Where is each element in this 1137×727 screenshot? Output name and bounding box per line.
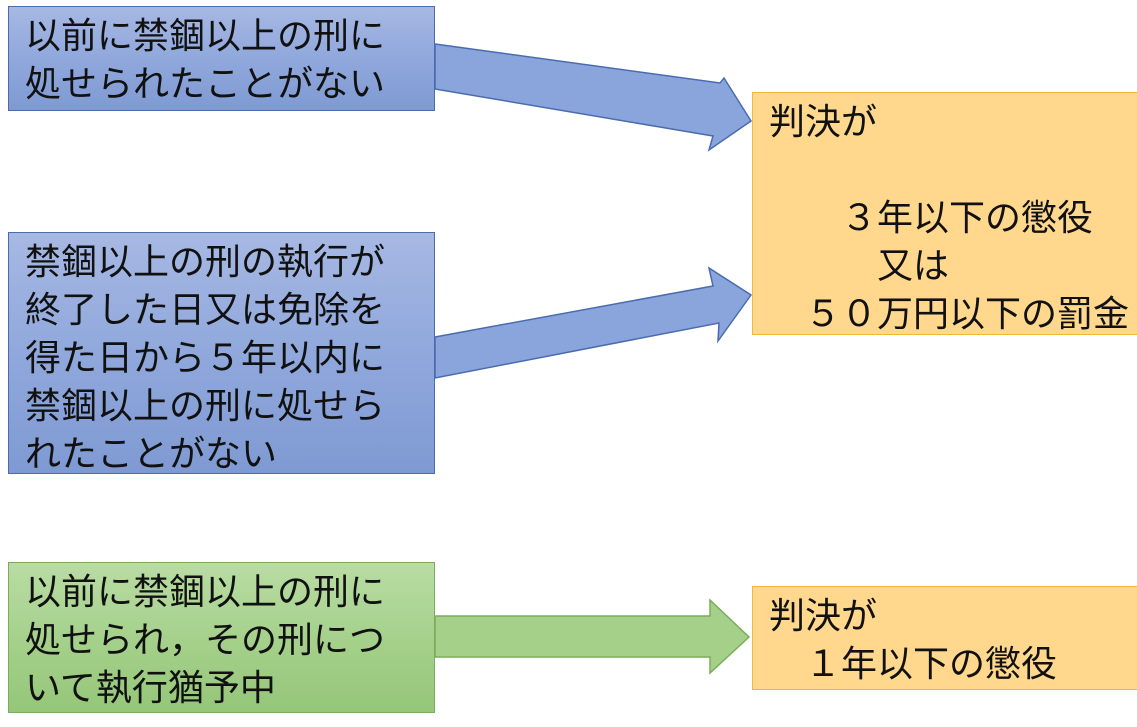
box-text-line: 又は [769, 246, 950, 287]
result-box-one-year: 判決が １年以下の懲役 [752, 586, 1137, 690]
box-text-line: 終了した日又は免除を [25, 290, 386, 331]
box-text-line: ３年以下の懲役 [769, 198, 1094, 239]
box-text-line: 禁錮以上の刑の執行が [25, 242, 386, 283]
box-text-line: 判決が [769, 102, 878, 143]
box-text-line: 処せられ，その刑につ [25, 620, 386, 661]
arrow-cond3-to-result2 [434, 598, 751, 675]
box-text-line: れたことがない [25, 434, 278, 474]
box-text-line: ５０万円以下の罰金 [769, 294, 1130, 335]
condition-box-no-prior-imprisonment: 以前に禁錮以上の刑に 処せられたことがない [8, 6, 435, 111]
arrow-cond2-to-result1 [434, 266, 753, 379]
box-text-line: 以前に禁錮以上の刑に [25, 572, 386, 613]
result-box-three-years-or-fine: 判決が ３年以下の懲役 又は ５０万円以下の罰金 [752, 92, 1137, 335]
condition-box-five-years-since-sentence: 禁錮以上の刑の執行が 終了した日又は免除を 得た日から５年以内に 禁錮以上の刑に… [8, 232, 435, 474]
box-text-line: 処せられたことがない [25, 64, 386, 105]
box-text-line [769, 147, 1123, 195]
box-text-line: 以前に禁錮以上の刑に [25, 16, 386, 57]
box-text-line: 得た日から５年以内に [25, 338, 386, 379]
box-text-line: 禁錮以上の刑に処せら [25, 386, 386, 427]
box-text-line: いて執行猶予中 [25, 668, 276, 709]
condition-box-under-suspended-sentence: 以前に禁錮以上の刑に 処せられ，その刑につ いて執行猶予中 [8, 562, 435, 713]
box-text-line: 判決が [769, 596, 878, 637]
arrow-cond1-to-result1 [434, 43, 753, 152]
box-text-line: １年以下の懲役 [769, 644, 1058, 685]
